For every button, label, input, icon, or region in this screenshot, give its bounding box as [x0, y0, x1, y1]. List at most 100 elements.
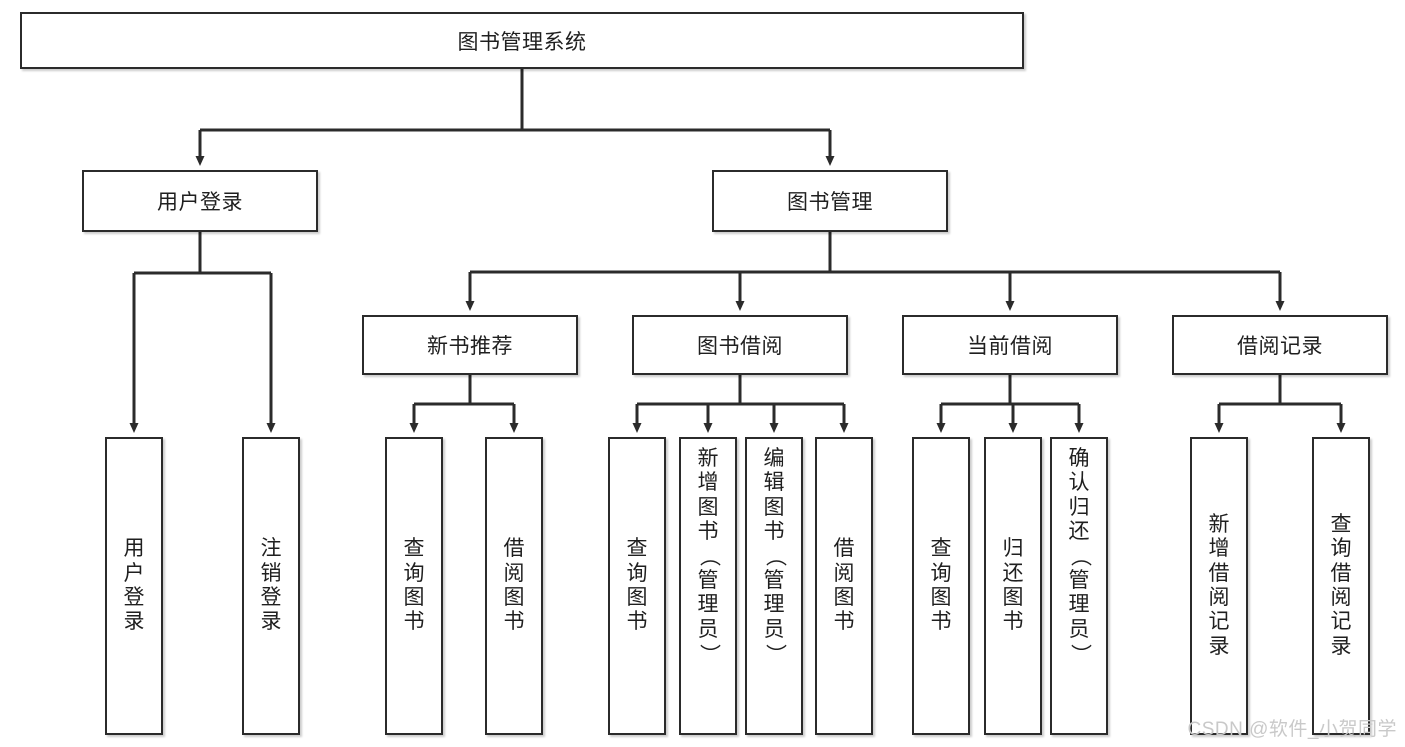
vertical-char: 查 — [626, 537, 648, 561]
node-leaf-borrow-book[interactable]: 借阅图书 — [815, 437, 873, 735]
vertical-char: 注 — [260, 537, 282, 561]
vertical-char: 员 — [763, 617, 785, 641]
vertical-char: 增 — [1208, 537, 1230, 561]
vertical-char: 记 — [1330, 610, 1352, 634]
vertical-char: 理 — [763, 593, 785, 617]
node-new-book-recommend[interactable]: 新书推荐 — [362, 315, 578, 375]
vertical-char: 登 — [123, 586, 145, 609]
vertical-char: 登 — [260, 586, 282, 609]
vertical-char: 书 — [833, 610, 855, 634]
vertical-char: 确 — [1068, 447, 1090, 470]
node-leaf-borrow-book-rec[interactable]: 借阅图书 — [485, 437, 543, 735]
vertical-char: 借 — [1208, 561, 1230, 585]
vertical-char: 编 — [763, 447, 785, 470]
vertical-char: 书 — [930, 610, 952, 634]
vertical-char: 书 — [1002, 610, 1024, 634]
node-leaf-query-book-borrow-label: 查询图书 — [610, 439, 664, 733]
vertical-char: 管 — [763, 568, 785, 592]
vertical-char: 书 — [403, 610, 425, 634]
vertical-char: 图 — [763, 495, 785, 519]
vertical-char: 归 — [1068, 495, 1090, 519]
vertical-char: （ — [1068, 546, 1092, 568]
node-leaf-query-book-borrow[interactable]: 查询图书 — [608, 437, 666, 735]
node-leaf-add-borrow-record-label: 新增借阅记录 — [1192, 439, 1246, 733]
vertical-char: 图 — [930, 586, 952, 609]
vertical-char: 图 — [503, 586, 525, 609]
node-leaf-user-login[interactable]: 用户登录 — [105, 437, 163, 735]
node-borrow-record-label: 借阅记录 — [1237, 335, 1323, 358]
node-leaf-return-book[interactable]: 归还图书 — [984, 437, 1042, 735]
node-leaf-add-borrow-record[interactable]: 新增借阅记录 — [1190, 437, 1248, 735]
node-leaf-query-borrow-record-label: 查询借阅记录 — [1314, 439, 1368, 733]
vertical-char: 户 — [123, 561, 145, 585]
node-root-label: 图书管理系统 — [457, 30, 587, 54]
vertical-char: 还 — [1002, 561, 1024, 585]
node-new-book-recommend-label: 新书推荐 — [427, 335, 513, 358]
vertical-char: 询 — [1330, 537, 1352, 561]
csdn-watermark: CSDN @软件_小贺同学 — [1187, 719, 1397, 740]
vertical-char: 销 — [260, 561, 282, 585]
node-leaf-user-logout-label: 注销登录 — [244, 439, 298, 733]
vertical-char: 询 — [626, 561, 648, 585]
vertical-char: 图 — [403, 586, 425, 609]
vertical-char: ） — [763, 643, 787, 665]
vertical-char: 图 — [626, 586, 648, 609]
node-leaf-return-book-label: 归还图书 — [986, 439, 1040, 733]
vertical-char: 认 — [1068, 471, 1090, 495]
node-user-login[interactable]: 用户登录 — [82, 170, 318, 232]
vertical-char: 用 — [123, 537, 145, 561]
node-book-manage[interactable]: 图书管理 — [712, 170, 948, 232]
vertical-char: 阅 — [503, 561, 525, 585]
vertical-char: 询 — [403, 561, 425, 585]
node-leaf-borrow-book-rec-label: 借阅图书 — [487, 439, 541, 733]
node-current-borrow[interactable]: 当前借阅 — [902, 315, 1118, 375]
vertical-char: 借 — [503, 537, 525, 561]
vertical-char: 员 — [697, 617, 719, 641]
vertical-char: 阅 — [833, 561, 855, 585]
vertical-char: 理 — [1068, 593, 1090, 617]
node-current-borrow-label: 当前借阅 — [967, 335, 1053, 358]
vertical-char: ） — [697, 643, 721, 665]
node-leaf-user-logout[interactable]: 注销登录 — [242, 437, 300, 735]
vertical-char: 阅 — [1208, 586, 1230, 609]
vertical-char: 图 — [697, 495, 719, 519]
vertical-char: 借 — [833, 537, 855, 561]
vertical-char: 阅 — [1330, 586, 1352, 609]
vertical-char: 查 — [930, 537, 952, 561]
node-book-borrow[interactable]: 图书借阅 — [632, 315, 848, 375]
node-leaf-query-book-current[interactable]: 查询图书 — [912, 437, 970, 735]
vertical-char: 图 — [1002, 586, 1024, 609]
vertical-char: 新 — [1208, 512, 1230, 536]
node-leaf-query-book-rec[interactable]: 查询图书 — [385, 437, 443, 735]
vertical-char: 书 — [697, 520, 719, 544]
node-leaf-query-book-current-label: 查询图书 — [914, 439, 968, 733]
node-book-borrow-label: 图书借阅 — [697, 335, 783, 358]
vertical-char: 借 — [1330, 561, 1352, 585]
node-borrow-record[interactable]: 借阅记录 — [1172, 315, 1388, 375]
vertical-char: 记 — [1208, 610, 1230, 634]
node-leaf-edit-book[interactable]: 编辑图书（管理员） — [745, 437, 803, 735]
vertical-char: 管 — [697, 568, 719, 592]
vertical-char: 录 — [123, 610, 145, 634]
vertical-char: 增 — [697, 471, 719, 495]
node-leaf-query-borrow-record[interactable]: 查询借阅记录 — [1312, 437, 1370, 735]
vertical-char: 查 — [403, 537, 425, 561]
node-leaf-add-book[interactable]: 新增图书（管理员） — [679, 437, 737, 735]
vertical-char: 书 — [626, 610, 648, 634]
node-leaf-add-book-label: 新增图书（管理员） — [681, 447, 735, 666]
node-leaf-confirm-return[interactable]: 确认归还（管理员） — [1050, 437, 1108, 735]
vertical-char: （ — [763, 546, 787, 568]
vertical-char: 理 — [697, 593, 719, 617]
vertical-char: 书 — [763, 520, 785, 544]
vertical-char: 询 — [930, 561, 952, 585]
node-leaf-confirm-return-label: 确认归还（管理员） — [1052, 447, 1106, 666]
vertical-char: 归 — [1002, 537, 1024, 561]
vertical-char: 录 — [260, 610, 282, 634]
node-root[interactable]: 图书管理系统 — [20, 12, 1024, 69]
vertical-char: 辑 — [763, 471, 785, 495]
node-book-manage-label: 图书管理 — [787, 191, 873, 214]
vertical-char: 查 — [1330, 512, 1352, 536]
vertical-char: 还 — [1068, 520, 1090, 544]
vertical-char: 新 — [697, 447, 719, 470]
